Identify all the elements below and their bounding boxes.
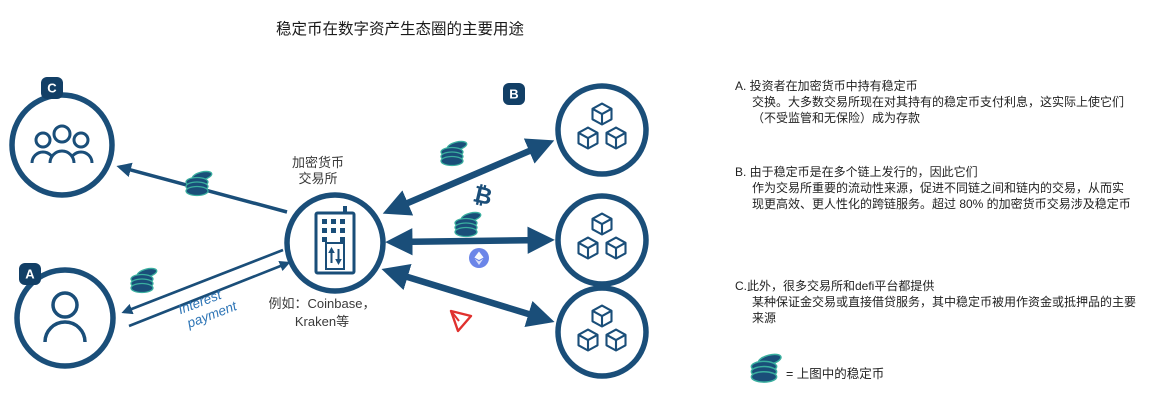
note-c-line-2: 某种保证金交易或直接借贷服务，其中稳定币被用作资金或抵押品的主要 (752, 294, 1136, 309)
node-chain-bottom (558, 288, 646, 376)
node-investor-c: C (9, 77, 115, 198)
svg-text:A: A (25, 267, 35, 282)
notes-panel: A. 投资者在加密货币中持有稳定币 交换。大多数交易所现在对其持有的稳定币支付利… (735, 78, 1136, 325)
bitcoin-icon: ₿ (471, 180, 495, 210)
arrow-exchange-chain-middle (385, 226, 555, 256)
badge-c: C (41, 77, 63, 99)
note-c-line-3: 来源 (752, 311, 776, 325)
node-chain-middle (558, 196, 646, 284)
diagram-title: 稳定币在数字资产生态圈的主要用途 (276, 20, 525, 38)
note-b-line-1: B. 由于稳定币是在多个链上发行的，因此它们 (735, 164, 978, 179)
exchange-caption-line1: 例如：Coinbase， (269, 296, 376, 311)
flow-arrows (116, 138, 555, 328)
arrow-exchange-chain-top (382, 138, 555, 216)
legend: = 上图中的稳定币 (750, 351, 884, 383)
stablecoin-legend-icon (750, 351, 783, 383)
node-exchange: 加密货币 交易所 例如：Coinbase， Kraken等 (269, 155, 386, 329)
svg-text:B: B (509, 87, 518, 102)
note-a-line-3: （不受监管和无保险）成为存款 (752, 110, 920, 125)
exchange-label-line2: 交易所 (298, 171, 337, 186)
svg-text:C: C (47, 81, 57, 96)
stablecoin-icon (454, 210, 483, 238)
stablecoin-icon (130, 266, 159, 294)
exchange-label-line1: 加密货币 (292, 155, 344, 170)
legend-label: = 上图中的稳定币 (786, 366, 884, 381)
badge-a: A (19, 263, 41, 285)
swap-arrows-panel (325, 242, 345, 270)
badge-b: B (503, 83, 525, 105)
person-icon (43, 291, 87, 343)
note-c-line-1: C.此外，很多交易所和defi平台都提供 (735, 278, 934, 293)
arrow-exchange-chain-bottom (381, 263, 555, 328)
interest-payment-label: Interest payment (176, 287, 240, 332)
arrow-a-to-exchange (128, 260, 291, 328)
stablecoin-icon (440, 139, 469, 167)
node-investor-a: A (14, 263, 116, 369)
group-people-icon (30, 124, 94, 164)
note-b-line-3: 现更高效、更人性化的跨链服务。超过 80% 的加密货币交易涉及稳定币 (752, 196, 1131, 211)
ethereum-icon (469, 248, 489, 268)
note-a-line-2: 交换。大多数交易所现在对其持有的稳定币支付利息，这实际上使它们 (752, 94, 1124, 109)
node-chain-top: B (503, 83, 646, 174)
note-a-line-1: A. 投资者在加密货币中持有稳定币 (735, 78, 918, 93)
exchange-caption-line2: Kraken等 (295, 314, 349, 329)
investor-c-circle (9, 92, 115, 198)
tron-icon (449, 309, 473, 333)
arrow-exchange-to-a (121, 248, 284, 315)
note-b-line-2: 作为交易所重要的流动性来源，促进不同链之间和链内的交易，从而实 (752, 180, 1124, 195)
exchange-building-icon (314, 206, 356, 275)
